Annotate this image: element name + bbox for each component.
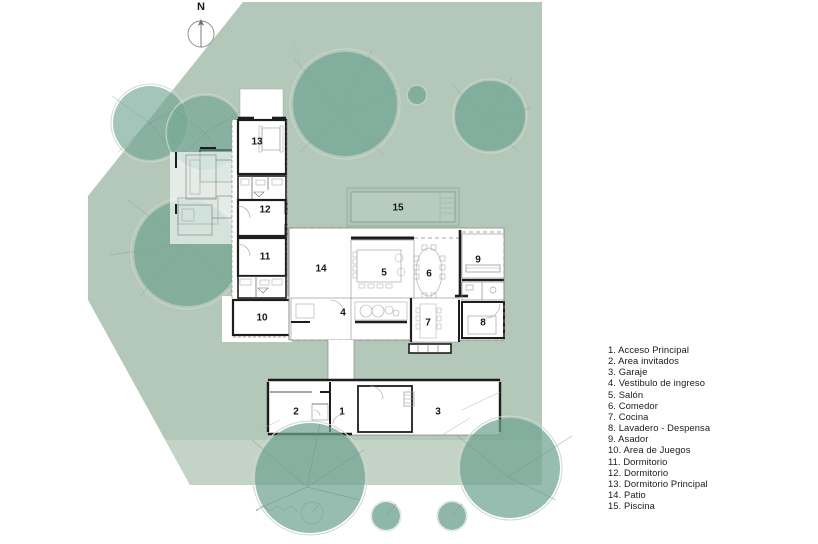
legend-item: 10. Area de Juegos — [608, 444, 691, 456]
legend-item: 8. Lavadero - Despensa — [608, 422, 711, 434]
legend-item: 6. Comedor — [608, 399, 658, 411]
room-2-invitados — [270, 391, 330, 421]
west-service-rooms — [177, 154, 232, 236]
room-10-walls — [231, 298, 293, 338]
legend-item: 11. Dormitorio — [608, 455, 668, 467]
room-1-acceso — [329, 382, 343, 432]
north-arrow-icon — [187, 19, 215, 48]
legend-item: 9. Asador — [608, 433, 649, 445]
legend-item: 15. Piscina — [608, 500, 655, 512]
tree-n-small — [406, 84, 428, 106]
south-bar — [266, 378, 502, 441]
tree-canopies-back — [109, 48, 531, 310]
legend-item: 3. Garaje — [608, 366, 648, 378]
legend-item: 14. Patio — [608, 489, 646, 501]
terrain-lines — [259, 39, 301, 431]
tree-s-small-2 — [436, 500, 468, 532]
bath-block-lower — [237, 275, 287, 299]
tree-se-large — [457, 415, 573, 521]
room-7-cocina — [408, 297, 460, 354]
connector-corridor — [327, 340, 355, 382]
north-arrow: N — [183, 1, 219, 53]
legend-item: 2. Area invitados — [608, 355, 679, 367]
legend-item: 13. Dormitorio Principal — [608, 477, 708, 489]
tree-s-large — [251, 420, 368, 536]
room-13-walls — [236, 116, 288, 176]
legend-item: 1. Acceso Principal — [608, 344, 689, 355]
room-11-walls — [236, 236, 288, 278]
room-8-lavadero — [461, 301, 505, 339]
legend-item: 4. Vestibulo de ingreso — [608, 377, 706, 389]
legend-item: 5. Salón — [608, 388, 644, 400]
room-5-salon — [350, 236, 415, 299]
tree-ne — [451, 77, 531, 154]
room-12-walls — [236, 198, 288, 238]
bath-block-east — [461, 281, 505, 301]
living-bar — [288, 227, 505, 354]
legend-item: 7. Cocina — [608, 410, 649, 422]
west-wall-accents — [175, 147, 216, 214]
bedroom-wing — [170, 88, 293, 342]
bath-block-upper — [237, 175, 287, 201]
room-3-garaje — [357, 385, 501, 441]
pool-piscina — [346, 187, 460, 227]
legend-item: 12. Dormitorio — [608, 466, 669, 478]
north-label: N — [197, 1, 205, 13]
tree-s-small-1 — [370, 500, 402, 532]
room-4-vestibulo — [290, 297, 408, 341]
tree-canopies-front — [251, 415, 573, 536]
room-6-comedor — [413, 237, 460, 299]
room-9-asador — [461, 231, 505, 282]
grill-counter — [408, 343, 452, 354]
tree-n-large — [289, 48, 401, 160]
